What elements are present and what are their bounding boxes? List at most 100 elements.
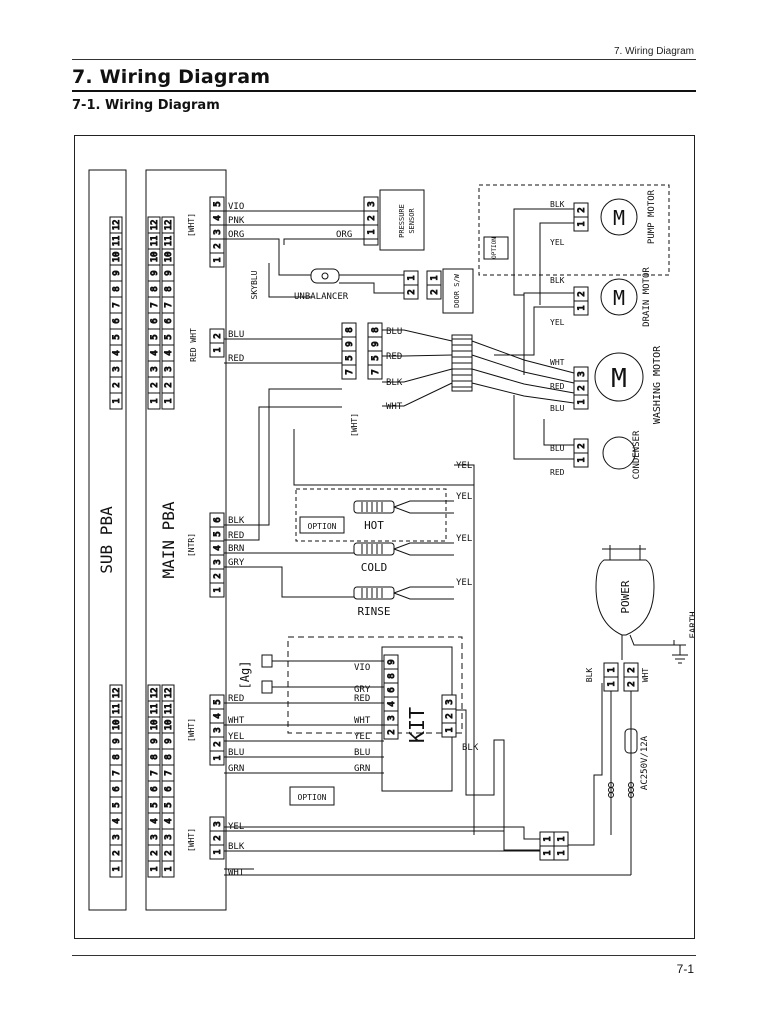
wire [629, 634, 675, 646]
valve-wire [393, 506, 454, 514]
pin-number: 4 [164, 818, 174, 823]
wire-label: BLK [386, 378, 403, 388]
pin-number: 4 [387, 701, 397, 706]
pin-number: 4 [150, 350, 160, 355]
connector-pin [573, 300, 589, 316]
option-label: OPTION [298, 793, 327, 802]
pin-number: 3 [213, 559, 223, 564]
connector-pin [603, 676, 619, 692]
washing-motor [594, 352, 644, 402]
pin-number: 6 [387, 687, 397, 692]
pin-number: 9 [164, 270, 174, 275]
wire-label: RED [228, 531, 244, 541]
pin-number: 1 [577, 457, 587, 462]
valve-wire [393, 542, 454, 550]
pin-number: 3 [150, 366, 160, 371]
hub-wire [382, 382, 453, 407]
pin-number: 9 [150, 738, 160, 743]
pin-number: 1 [577, 399, 587, 404]
pin-number: 2 [150, 850, 160, 855]
pin-number: 2 [387, 729, 397, 734]
pin-number: 4 [213, 713, 223, 718]
pin-number: 11 [150, 704, 160, 715]
noise-filter-coil [628, 792, 634, 798]
pin-number: 3 [112, 366, 122, 371]
pin-number: 3 [445, 699, 455, 704]
condenser [602, 436, 636, 470]
wire-label: RED [228, 694, 244, 704]
pin-number: 5 [213, 201, 223, 206]
footer-rule [72, 955, 696, 956]
wire-label: YEL [456, 492, 472, 502]
wire-label: BRN [228, 544, 244, 554]
power-label: POWER [619, 580, 632, 613]
pin-number: 9 [371, 341, 381, 346]
pin-number: 3 [213, 821, 223, 826]
pin-number: 2 [213, 333, 223, 338]
pin-number: 1 [112, 866, 122, 871]
wire-label: BLU [550, 444, 565, 453]
pin-number: 1 [112, 398, 122, 403]
pin-number: 4 [213, 215, 223, 220]
connector-pin [109, 860, 123, 878]
connector-pin [441, 722, 457, 738]
connector-pin [147, 392, 161, 410]
connector-tag: RED WHT [189, 328, 198, 362]
pin-number: 5 [112, 334, 122, 339]
wire [513, 208, 574, 296]
pin-number: 2 [577, 385, 587, 390]
pin-number: 2 [445, 713, 455, 718]
pin-number: 6 [112, 786, 122, 791]
pin-number: 3 [164, 366, 174, 371]
wire-label: SKYBLU [250, 270, 259, 299]
pin-number: 10 [150, 720, 160, 731]
connector-tag: [NTR] [187, 533, 196, 557]
wire-label: WHT [550, 358, 565, 367]
connector-pin [109, 392, 123, 410]
pin-number: 1 [213, 587, 223, 592]
connector-pin [573, 394, 589, 410]
pin-number: 2 [627, 681, 637, 686]
pin-number: 1 [430, 275, 440, 280]
wire-label: GRN [354, 764, 370, 774]
pin-number: 4 [213, 545, 223, 550]
motor-symbol: M [611, 364, 627, 394]
wire-label: BLU [386, 327, 402, 337]
pin-number: 1 [164, 866, 174, 871]
pin-number: 7 [164, 770, 174, 775]
wire-label: GRN [228, 764, 244, 774]
rinse-valve [353, 586, 395, 600]
door-switch-label: DOOR S/W [453, 273, 461, 308]
pin-number: 9 [164, 738, 174, 743]
hub-wire [382, 329, 453, 342]
main-pba-label: MAIN PBA [159, 501, 178, 578]
pin-number: 1 [577, 221, 587, 226]
pin-number: 6 [213, 517, 223, 522]
wire-label: BLU [354, 748, 370, 758]
earth-label: EARTH [689, 611, 694, 638]
connector-pin [573, 452, 589, 468]
page-title: 7. Wiring Diagram [72, 66, 271, 88]
pin-number: 1 [607, 681, 617, 686]
wire [268, 263, 314, 298]
pressure-sensor-pins: 321 [363, 196, 379, 240]
pin-number: 2 [367, 215, 377, 220]
pin-number: 2 [407, 289, 417, 294]
pin-number: 1 [607, 667, 617, 672]
pin-number: 12 [164, 688, 174, 699]
connector-pin [383, 724, 399, 740]
pin-number: 2 [164, 382, 174, 387]
page-number: 7-1 [676, 962, 694, 976]
option-tag-kit [289, 786, 335, 806]
connector-pin [209, 342, 225, 358]
wire-label: YEL [228, 732, 244, 742]
pin-number: 5 [371, 355, 381, 360]
pin-number: 2 [150, 382, 160, 387]
pin-number: 11 [112, 236, 122, 247]
power-junction-b: 11 [553, 831, 569, 861]
pump-motor-label: PUMP MOTOR [647, 189, 657, 244]
wire [456, 709, 542, 851]
wire-label: GRY [354, 685, 371, 695]
